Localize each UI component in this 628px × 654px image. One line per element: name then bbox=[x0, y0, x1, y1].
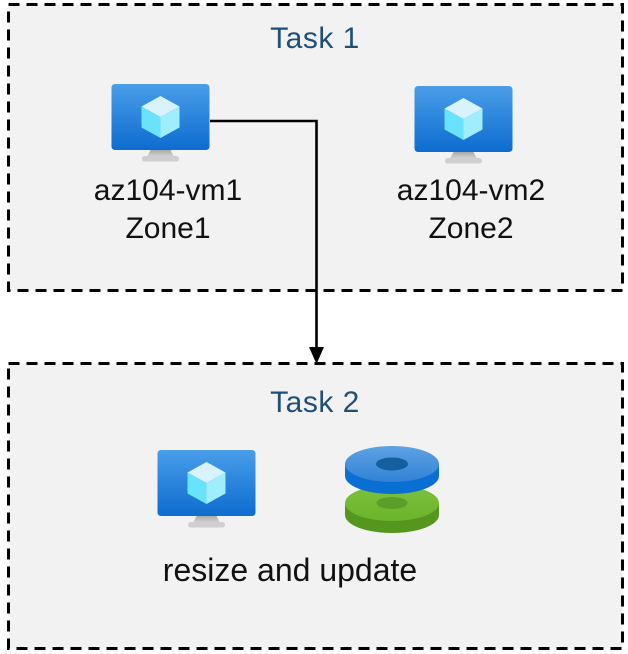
virtual-machine-icon bbox=[157, 450, 256, 528]
cube-glyph bbox=[141, 96, 180, 138]
vm2-label: az104-vm2 Zone2 bbox=[361, 172, 581, 248]
task2-caption: resize and update bbox=[162, 552, 418, 588]
task2-box bbox=[7, 362, 624, 650]
task1-title: Task 1 bbox=[270, 22, 360, 55]
flow-arrow bbox=[210, 119, 324, 364]
virtual-machine-icon bbox=[414, 86, 513, 164]
vm1-label: az104-vm1 Zone1 bbox=[58, 172, 278, 248]
managed-disk-icon bbox=[345, 446, 439, 533]
vm2-name: az104-vm2 bbox=[396, 174, 546, 207]
task2-title: Task 2 bbox=[270, 386, 360, 419]
vm1-name: az104-vm1 bbox=[93, 174, 243, 207]
cube-glyph bbox=[187, 462, 226, 504]
cube-glyph bbox=[444, 98, 483, 140]
arrowhead bbox=[309, 347, 324, 364]
virtual-machine-icon bbox=[111, 84, 210, 162]
blue-disk bbox=[345, 446, 439, 494]
vm2-zone: Zone2 bbox=[428, 212, 514, 245]
vm1-zone: Zone1 bbox=[125, 212, 211, 245]
green-disk bbox=[345, 485, 439, 533]
